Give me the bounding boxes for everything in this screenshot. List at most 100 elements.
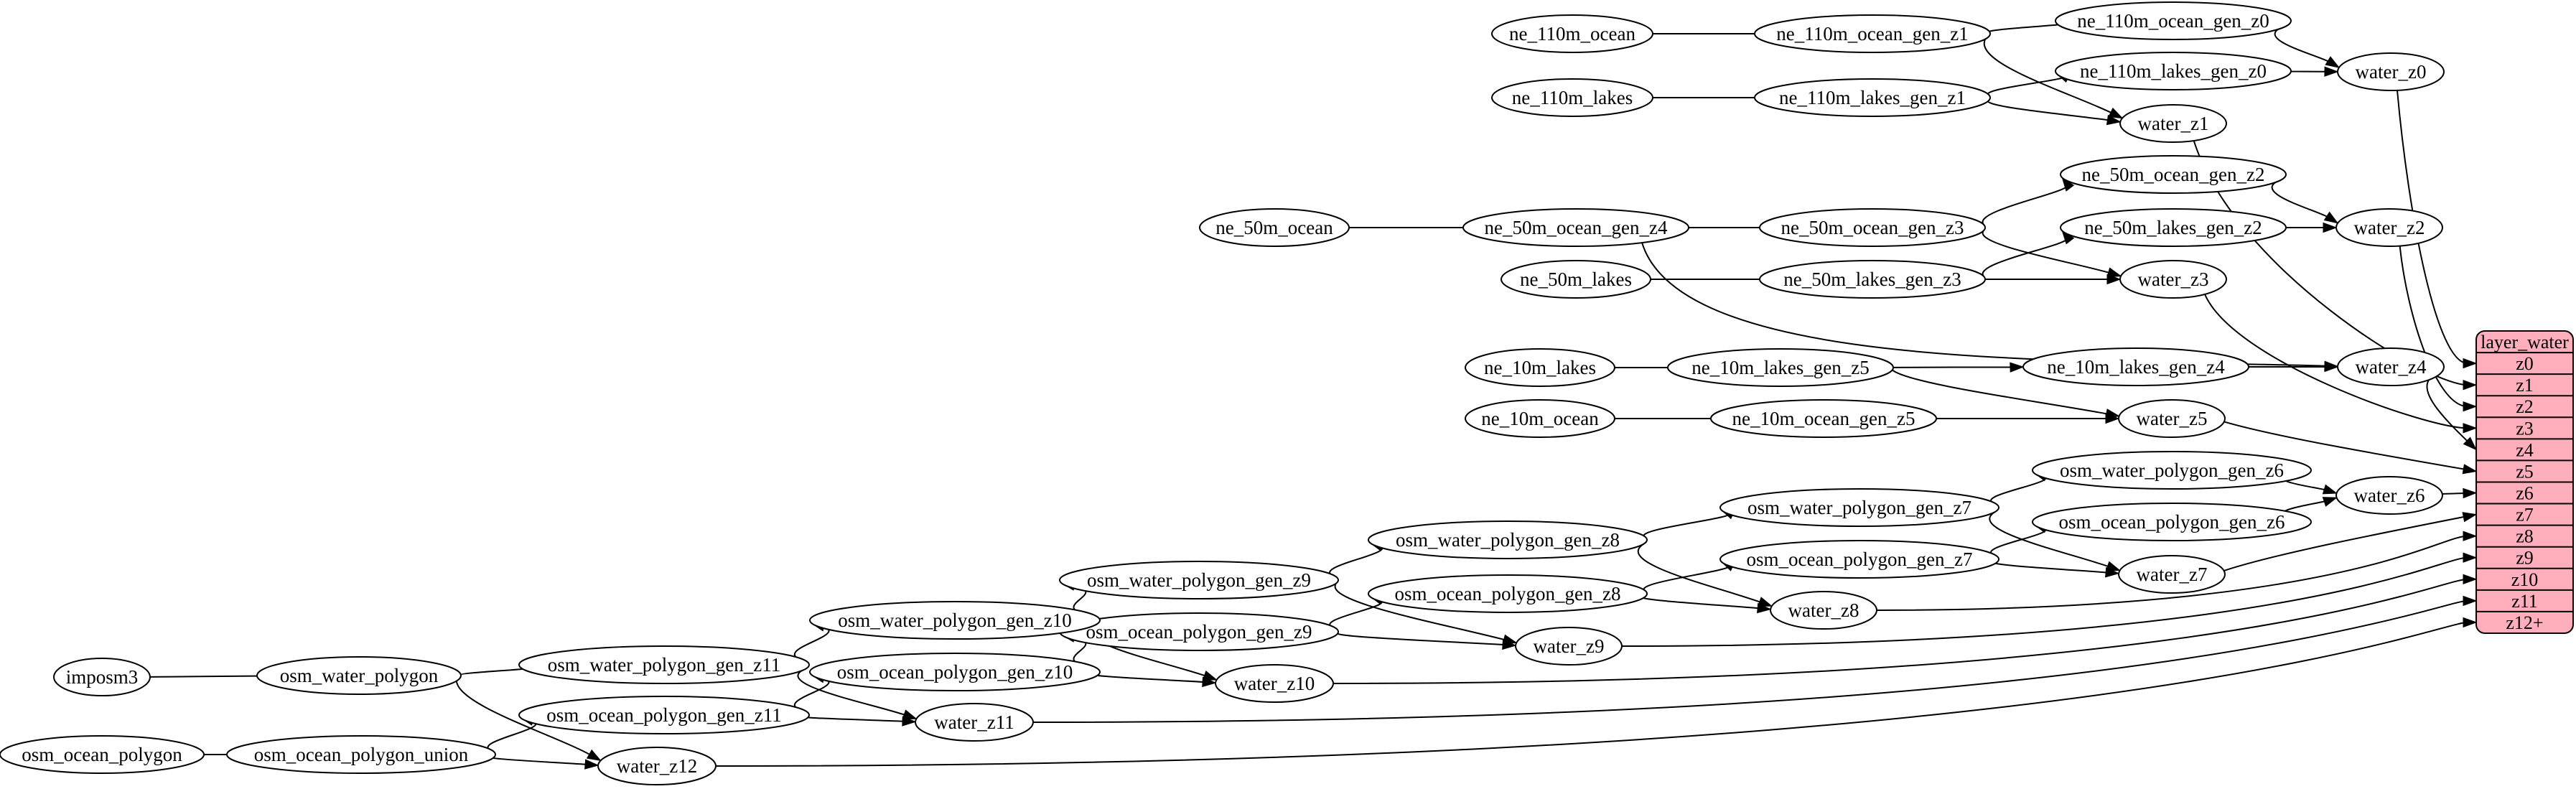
- arrowhead-icon: [2463, 531, 2478, 541]
- node-label-ne_50m_lakes_gen_z2: ne_50m_lakes_gen_z2: [2084, 217, 2262, 238]
- arrowhead-icon: [1202, 676, 1217, 688]
- node-water_z9: [1515, 627, 1623, 666]
- node-ne_50m_ocean_gen_z3: [1759, 208, 1986, 247]
- layer-row-z10: z10: [2511, 569, 2539, 590]
- node-label-ne_10m_ocean_gen_z5: ne_10m_ocean_gen_z5: [1732, 408, 1915, 429]
- edge-ne_110m_ocean_gen_z1-to-ne_110m_ocean_gen_z0: [1987, 22, 2066, 34]
- node-label-water_z8: water_z8: [1788, 599, 1859, 621]
- node-label-water_z9: water_z9: [1534, 635, 1605, 657]
- layer-row-z1: z1: [2516, 375, 2534, 396]
- node-label-ne_110m_lakes_gen_z0: ne_110m_lakes_gen_z0: [2080, 60, 2267, 82]
- edge-osm_ocean_polygon_gen_z11-to-osm_ocean_polygon_gen_z10: [794, 676, 830, 714]
- edge-water_z3-to-z3: [2204, 294, 2468, 429]
- node-label-osm_water_polygon_gen_z8: osm_water_polygon_gen_z8: [1396, 529, 1620, 551]
- node-osm_water_polygon_gen_z6: [2032, 451, 2312, 490]
- edge-water_z11-to-z11: [1032, 599, 2468, 723]
- node-water_z5: [2118, 399, 2226, 438]
- edge-imposm3-to-osm_water_polygon: [149, 675, 267, 678]
- node-label-ne_110m_ocean_gen_z1: ne_110m_ocean_gen_z1: [1776, 23, 1968, 45]
- node-label-osm_ocean_polygon_gen_z9: osm_ocean_polygon_gen_z9: [1086, 621, 1312, 643]
- edge-water_z10-to-z10: [1333, 578, 2468, 684]
- layer-row-z5: z5: [2516, 461, 2534, 482]
- node-osm_water_polygon_gen_z8: [1368, 520, 1648, 559]
- edge-ne_110m_lakes_gen_z1-to-ne_110m_lakes_gen_z0: [1987, 75, 2066, 97]
- layer-row-z8: z8: [2516, 526, 2534, 547]
- arrowhead-icon: [2324, 66, 2339, 77]
- node-label-osm_ocean_polygon_gen_z11: osm_ocean_polygon_gen_z11: [546, 704, 781, 726]
- node-label-ne_110m_lakes_gen_z1: ne_110m_lakes_gen_z1: [1779, 87, 1966, 108]
- arrowhead-icon: [2463, 574, 2478, 585]
- edge-osm_water_polygon-to-water_z12: [455, 681, 594, 757]
- node-ne_50m_ocean_gen_z4: [1462, 208, 1689, 247]
- edge-water_z5-to-z5: [2223, 421, 2468, 471]
- node-label-osm_ocean_polygon: osm_ocean_polygon: [22, 744, 182, 765]
- node-label-water_z11: water_z11: [934, 711, 1014, 733]
- node-label-ne_110m_ocean_gen_z0: ne_110m_ocean_gen_z0: [2077, 10, 2269, 32]
- layer-row-z11: z11: [2511, 591, 2538, 612]
- node-ne_10m_ocean_gen_z5: [1710, 399, 1937, 438]
- node-ne_50m_ocean: [1199, 208, 1350, 247]
- node-label-water_z5: water_z5: [2137, 408, 2208, 429]
- arrowhead-icon: [2462, 512, 2478, 523]
- node-label-ne_10m_lakes: ne_10m_lakes: [1484, 357, 1596, 378]
- node-label-ne_50m_ocean_gen_z2: ne_50m_ocean_gen_z2: [2082, 164, 2265, 185]
- edge-ne_50m_ocean_gen_z4-to-water_z4: [1641, 242, 2330, 367]
- edge-osm_water_polygon_gen_z7-to-water_z7: [1989, 510, 2112, 569]
- node-label-ne_10m_ocean: ne_10m_ocean: [1481, 408, 1599, 429]
- node-label-osm_ocean_polygon_union: osm_ocean_polygon_union: [254, 744, 469, 765]
- arrowhead-icon: [2462, 464, 2478, 475]
- layer-water-table: layer_waterz0z1z2z3z4z5z6z7z8z9z10z11z12…: [2475, 330, 2574, 634]
- node-label-ne_10m_lakes_gen_z4: ne_10m_lakes_gen_z4: [2047, 356, 2225, 378]
- node-osm_water_polygon_gen_z11: [518, 645, 810, 684]
- arrowhead-icon: [902, 716, 917, 727]
- node-osm_ocean_polygon_union: [226, 735, 496, 774]
- node-label-osm_ocean_polygon_gen_z6: osm_ocean_polygon_gen_z6: [2059, 511, 2285, 533]
- node-osm_ocean_polygon_gen_z11: [518, 696, 810, 734]
- node-label-ne_50m_ocean_gen_z4: ne_50m_ocean_gen_z4: [1485, 217, 1668, 238]
- edge-ne_50m_ocean_gen_z2-to-water_z2: [2271, 178, 2331, 220]
- node-label-water_z0: water_z0: [2356, 61, 2427, 83]
- edge-osm_ocean_polygon_gen_z9-to-water_z9: [1335, 632, 1508, 646]
- edge-water_z7-to-z7: [2223, 515, 2468, 571]
- arrowhead-icon: [1202, 670, 1218, 681]
- arrowhead-icon: [2323, 222, 2338, 233]
- node-label-osm_water_polygon_gen_z10: osm_water_polygon_gen_z10: [838, 610, 1071, 631]
- arrowhead-icon: [584, 759, 599, 770]
- layer-row-z3: z3: [2516, 418, 2534, 439]
- layer-row-z6: z6: [2516, 483, 2534, 504]
- node-water_z2: [2335, 208, 2443, 247]
- layer-row-z9: z9: [2516, 548, 2534, 569]
- node-osm_water_polygon_gen_z9: [1059, 561, 1339, 599]
- arrowhead-icon: [586, 749, 602, 762]
- arrowhead-icon: [1757, 602, 1772, 614]
- node-label-osm_ocean_polygon_gen_z10: osm_ocean_polygon_gen_z10: [837, 661, 1073, 683]
- node-water_z0: [2337, 52, 2445, 91]
- arrowhead-icon: [2105, 567, 2120, 578]
- edge-osm_ocean_polygon_gen_z10-to-water_z10: [1091, 671, 1208, 683]
- edge-water_z9-to-z9: [1621, 556, 2468, 647]
- node-water_z10: [1215, 664, 1334, 703]
- node-label-ne_50m_lakes_gen_z3: ne_50m_lakes_gen_z3: [1783, 269, 1961, 290]
- arrowhead-icon: [2463, 552, 2478, 563]
- node-label-imposm3: imposm3: [66, 666, 139, 688]
- edge-water_z8-to-z8: [1876, 535, 2468, 611]
- node-label-ne_110m_ocean: ne_110m_ocean: [1509, 23, 1635, 45]
- node-label-water_z7: water_z7: [2137, 564, 2208, 585]
- edge-osm_ocean_polygon_gen_z7-to-osm_ocean_polygon_gen_z6: [1990, 526, 2047, 558]
- edge-osm_water_polygon_gen_z8-to-osm_water_polygon_gen_z7: [1643, 512, 1731, 539]
- arrowhead-icon: [2463, 358, 2478, 369]
- arrowhead-icon: [2108, 107, 2124, 119]
- node-label-water_z2: water_z2: [2354, 217, 2425, 238]
- node-ne_10m_lakes_gen_z5: [1667, 348, 1894, 387]
- edge-ne_110m_lakes_gen_z1-to-water_z1: [1987, 98, 2112, 121]
- layer-row-z12+: z12+: [2506, 612, 2543, 633]
- arrowhead-icon: [2463, 401, 2478, 412]
- node-label-ne_50m_lakes: ne_50m_lakes: [1520, 269, 1632, 290]
- arrowhead-icon: [2322, 484, 2338, 495]
- edge-ne_50m_lakes_gen_z3-to-ne_50m_lakes_gen_z2: [1982, 236, 2068, 277]
- node-ne_50m_lakes: [1501, 260, 1651, 299]
- arrowhead-icon: [2324, 361, 2339, 373]
- node-label-osm_ocean_polygon_gen_z8: osm_ocean_polygon_gen_z8: [1395, 583, 1621, 604]
- arrowhead-icon: [2322, 497, 2338, 507]
- edge-ne_10m_lakes_gen_z5-to-water_z5: [1892, 369, 2111, 416]
